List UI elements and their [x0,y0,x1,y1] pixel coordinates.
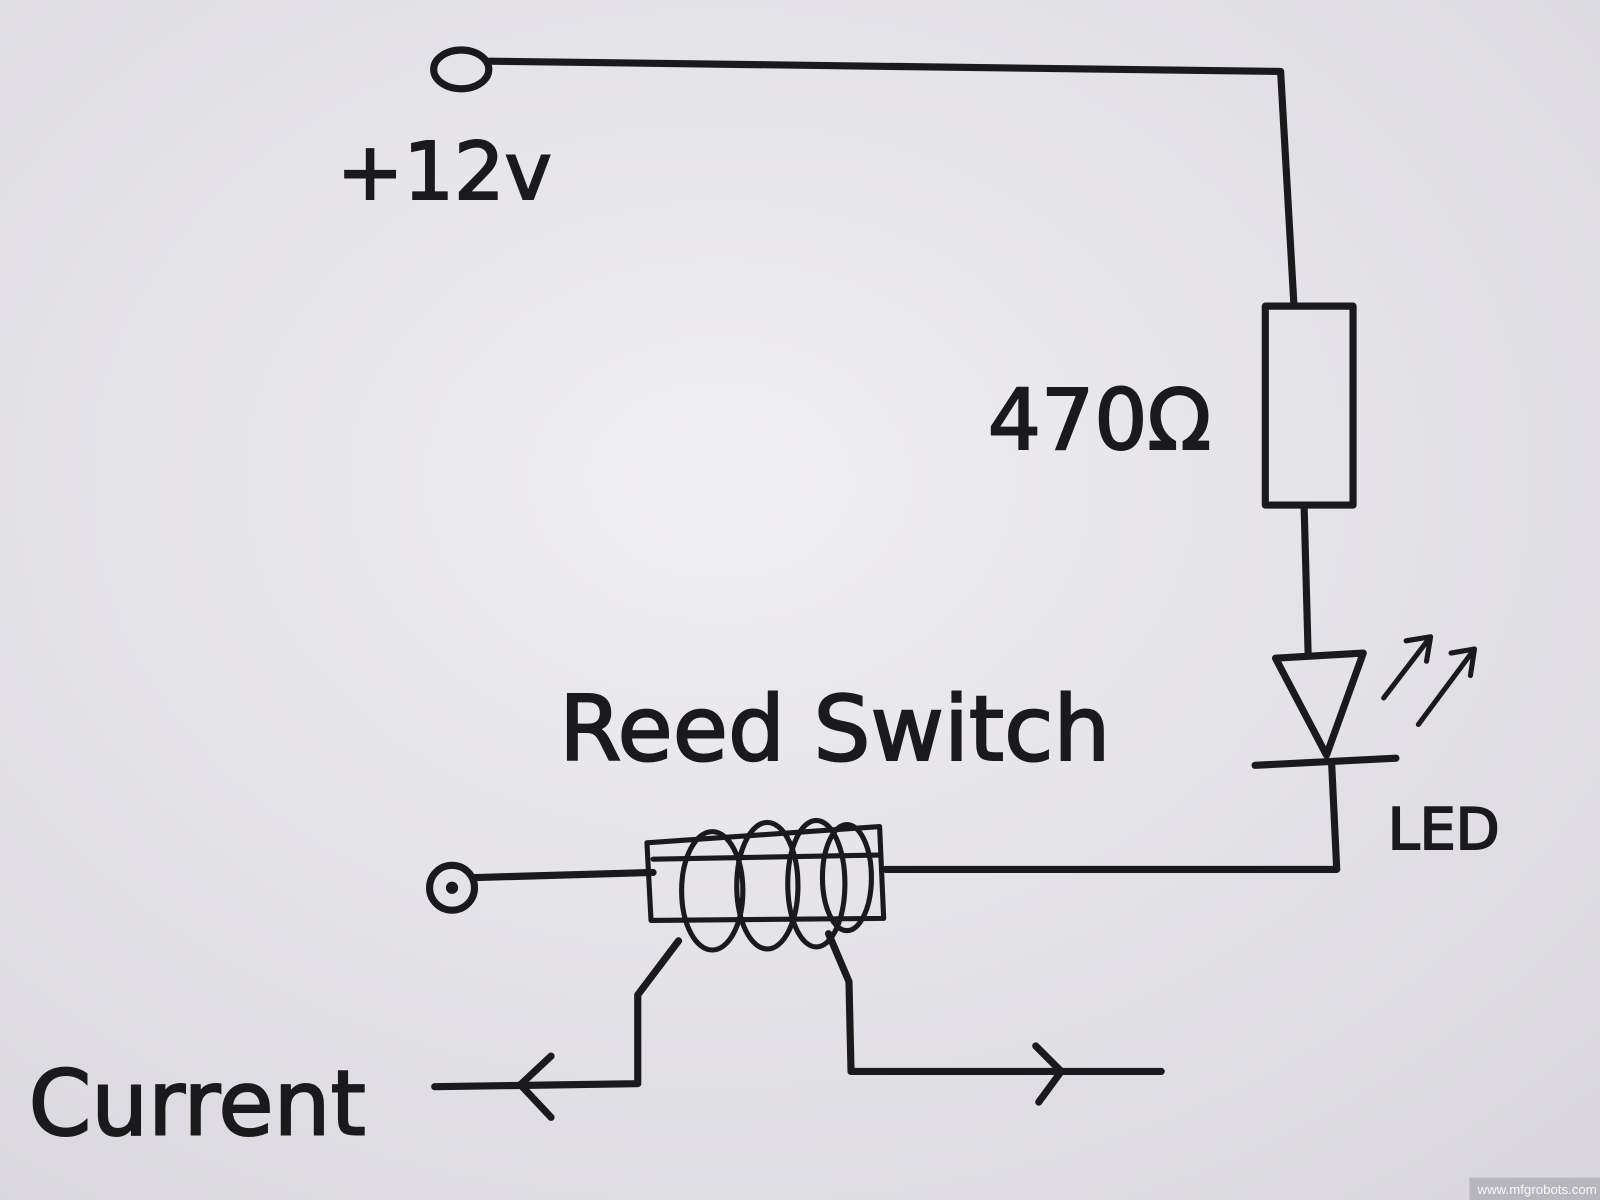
coil-lead-right [825,930,1165,1076]
led-diode [1271,649,1367,759]
negative-terminal [426,861,479,914]
current-label: Current [29,1053,366,1157]
light-arrow-icon [1381,634,1434,701]
watermark: www.mfgrobots.com [1477,1182,1597,1197]
current-arrow-left-icon [516,1052,555,1121]
led-return-wire [882,759,1341,873]
coil [679,817,874,953]
terminal-dot [445,881,459,894]
resistor-led-wire [1300,501,1312,659]
bottom-wire [471,868,657,882]
led-bar [1251,754,1400,769]
resistor [1261,302,1357,509]
resistor-label: 470Ω [988,371,1212,469]
watermark-background [1469,1177,1600,1200]
current-arrow-right-icon [1032,1042,1065,1106]
light-arrow-icon [1415,646,1478,728]
led-label: LED [1388,797,1500,863]
positive-terminal [430,46,493,93]
coil-lead-left [431,937,683,1091]
top-wire [486,57,1298,308]
supply-label: +12v [337,125,552,218]
switch-label: Reed Switch [559,678,1110,782]
